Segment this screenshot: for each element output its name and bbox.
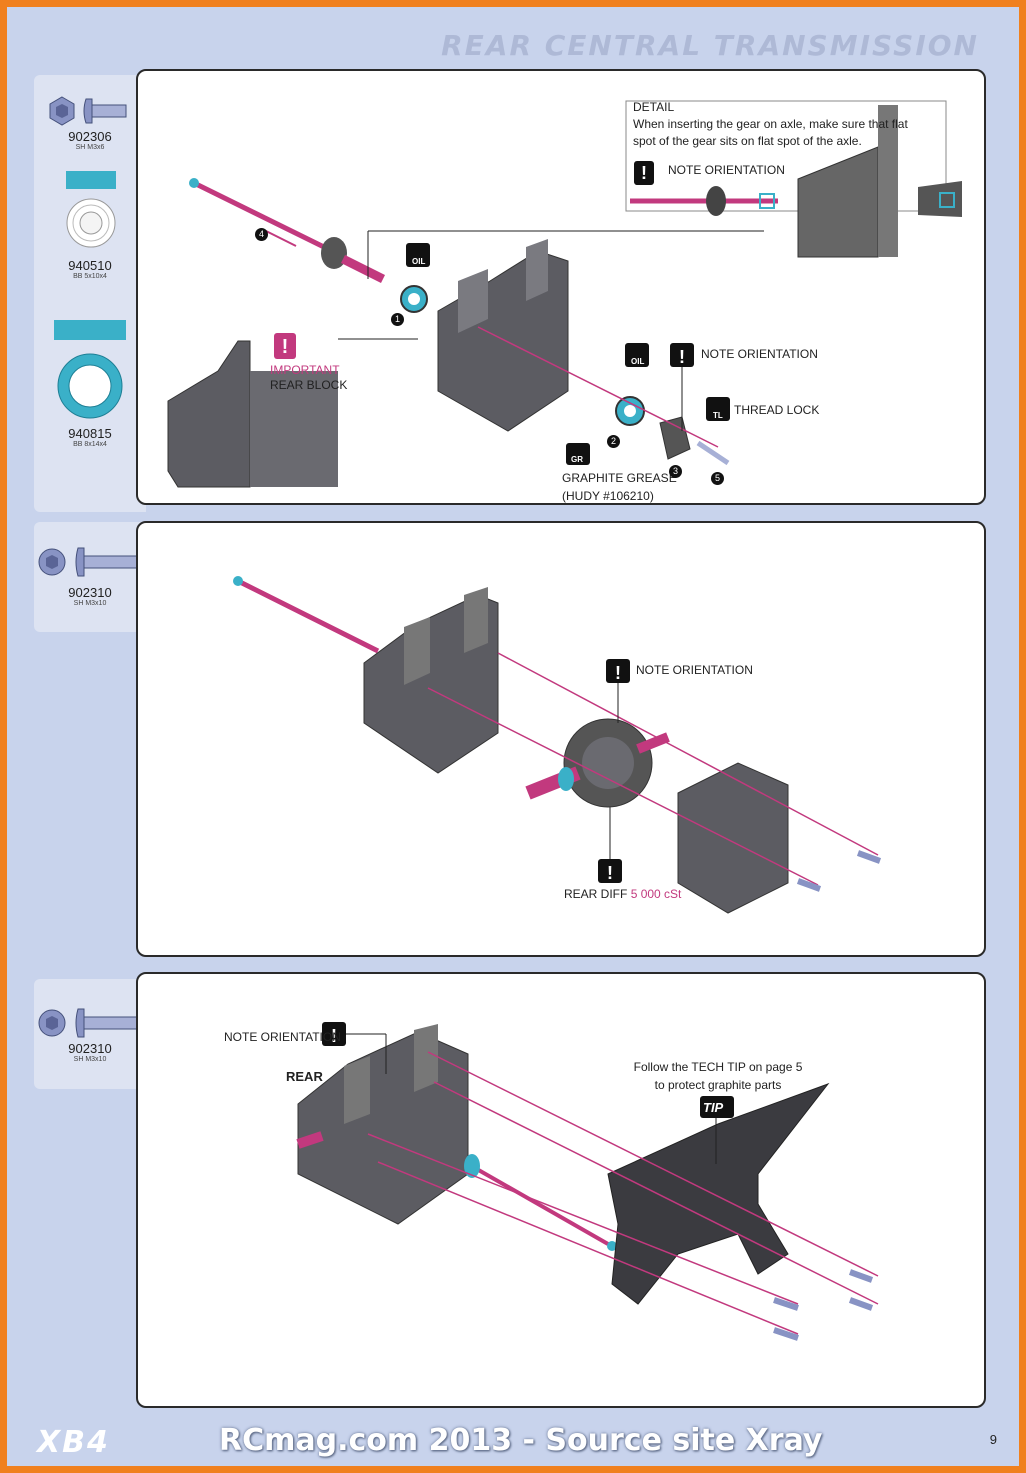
svg-text:!: ! [331,1026,337,1046]
page-title: REAR CENTRAL TRANSMISSION [441,29,979,62]
note-orientation-label: NOTE ORIENTATION [224,1030,341,1044]
note-orientation-detail: NOTE ORIENTATION [668,163,785,177]
detail-note: DETAIL When inserting the gear on axle, … [633,100,908,148]
grease-icon: GR [571,455,583,464]
svg-text:!: ! [607,863,613,883]
note-orientation-label: NOTE ORIENTATION [701,347,818,361]
step1-panel: ! ! ! DETAIL [136,69,986,505]
small-bearing-icon [66,171,116,248]
svg-text:!: ! [615,663,621,683]
tech-tip-note: Follow the TECH TIP on page 5 to protect… [633,1060,803,1092]
hudy-part-label: (HUDY #106210) [562,489,654,503]
step1-illustration: ! ! ! [167,100,962,488]
large-bearing-icon [54,320,126,419]
step2-panel: ! ! NOTE ORIENTATION REAR DIFF 5 000 cSt [136,521,986,957]
rear-diff-label: REAR DIFF 5 000 cSt [564,887,682,901]
graphite-grease-label: GRAPHITE GREASE [562,471,677,485]
callout-5: 5 [711,472,724,485]
button-head-screw-icon [38,1008,139,1038]
rear-label: REAR [286,1069,323,1084]
xb4-logo: XB4 [37,1425,110,1460]
source-watermark: RCmag.com 2013 - Source site Xray [219,1423,823,1458]
step3-illustration: ! [296,1022,879,1341]
important-label: IMPORTANT [270,363,340,377]
callout-1: 1 [391,313,404,326]
oil-icon: OIL [631,357,645,366]
step3-panel: ! NOTE ORIENTATION REAR Follow the TECH … [136,972,986,1408]
callout-4: 4 [255,228,268,241]
svg-text:!: ! [679,347,685,367]
note-orientation-label: NOTE ORIENTATION [636,663,753,677]
diff-oil-value: 5 000 cSt [630,887,682,901]
svg-text:!: ! [282,336,289,358]
callout-2: 2 [607,435,620,448]
button-head-screw-icon [38,547,139,577]
page-number: 9 [989,1432,997,1447]
oil-icon: OIL [412,257,426,266]
step2-illustration: ! ! [233,576,882,914]
callout-3: 3 [669,465,682,478]
rear-block-label: REAR BLOCK [270,378,348,392]
svg-text:!: ! [641,163,647,183]
thread-lock-icon: TL [713,411,723,420]
thread-lock-label: THREAD LOCK [734,403,820,417]
button-head-screw-icon [49,96,127,126]
tip-icon: TIP [703,1100,724,1115]
